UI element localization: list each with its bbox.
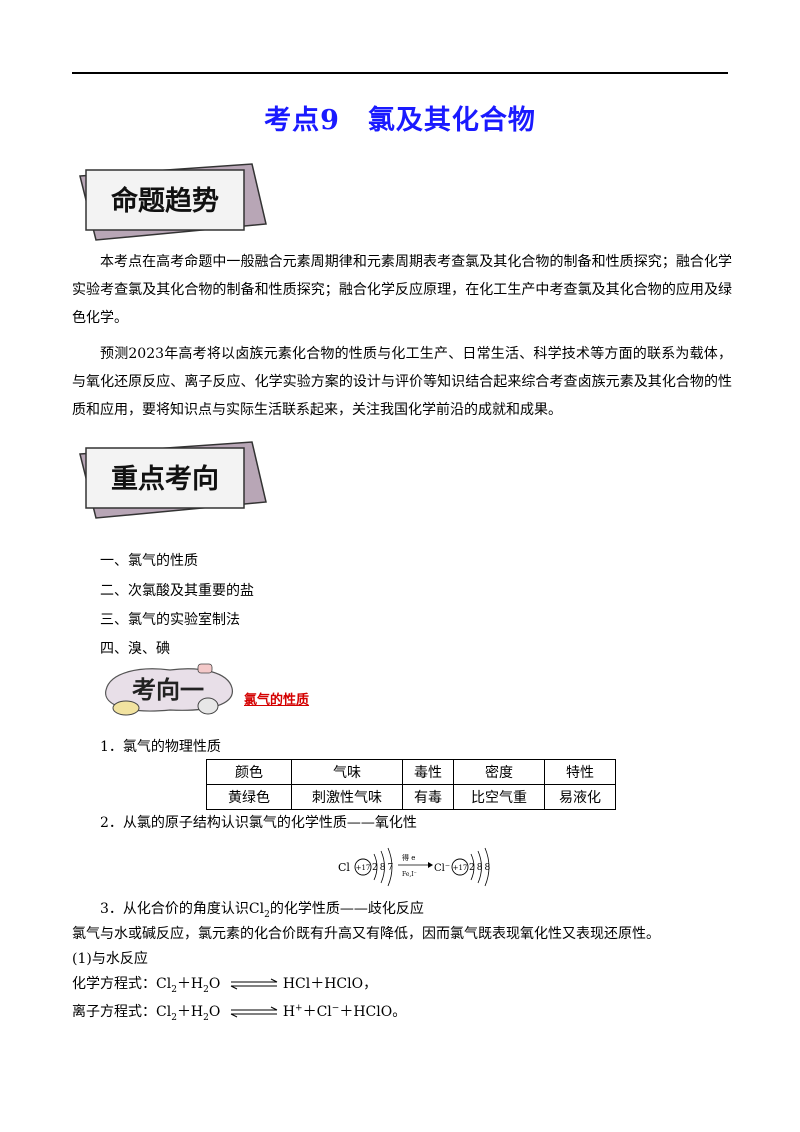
charge-superscript: + xyxy=(295,1003,303,1014)
diagram-right-nucleus: +17 xyxy=(453,864,468,872)
section-link-chlorine-properties[interactable]: 氯气的性质 xyxy=(244,693,310,708)
diagram-arrow-top: 得 e xyxy=(402,853,415,862)
equation-reactant-cl: Cl xyxy=(156,1004,172,1020)
table-header-cell: 密度 xyxy=(453,759,545,785)
item-2-heading: 2．从氯的原子结构认识氯气的化学性质——氧化性 xyxy=(100,815,417,831)
table-header-cell: 颜色 xyxy=(206,759,292,785)
table-cell: 黄绿色 xyxy=(206,784,292,810)
topic-item-1: 一、氯气的性质 xyxy=(100,553,198,569)
item-3-prefix: 3．从化合价的角度认识Cl xyxy=(100,901,265,917)
item-1-heading: 1．氯气的物理性质 xyxy=(100,739,221,755)
diagram-arrow-bottom: Fe,I⁻ xyxy=(402,871,417,878)
topic-item-4: 四、溴、碘 xyxy=(100,641,170,657)
reversible-arrow-icon xyxy=(230,978,278,990)
table-cell: 刺激性气味 xyxy=(291,784,403,810)
trend-banner-label: 命题趋势 xyxy=(111,185,219,217)
diagram-right-symbol: Cl⁻ xyxy=(434,863,450,874)
item-3-suffix: 的化学性质——歧化反应 xyxy=(269,901,424,917)
equation-subscript: 2 xyxy=(171,984,177,995)
topic-item-3: 三、氯气的实验室制法 xyxy=(100,612,240,628)
header-rule xyxy=(72,72,728,74)
equation-subscript: 2 xyxy=(171,1012,177,1023)
trend-banner: 命题趋势 xyxy=(79,163,267,241)
table-header-cell: 毒性 xyxy=(402,759,454,785)
diagram-left-shells: 287 xyxy=(372,863,395,873)
intro-paragraph-1: 本考点在高考命题中一般融合元素周期律和元素周期表考查氯及其化合物的制备和性质探究… xyxy=(72,254,732,326)
charge-superscript: − xyxy=(331,1003,340,1014)
chemical-equation-products: HCl＋HClO， xyxy=(282,976,378,992)
table-row: 黄绿色 刺激性气味 有毒 比空气重 易液化 xyxy=(206,784,616,810)
chlorine-atom-structure-diagram: Cl +17 287 得 e Fe,I⁻ Cl⁻ +17 288 xyxy=(338,847,492,887)
direction-badge-label: 考向一 xyxy=(132,676,204,704)
properties-table: 颜色 气味 毒性 密度 特性 黄绿色 刺激性气味 有毒 比空气重 易液化 xyxy=(206,759,616,810)
intro-paragraph-2: 预测2023年高考将以卤族元素化合物的性质与化工生产、日常生活、科学技术等方面的… xyxy=(72,346,732,418)
chemical-equation: 化学方程式：Cl2＋H2O HCl＋HClO， xyxy=(72,973,377,995)
table-cell: 有毒 xyxy=(402,784,454,810)
equation-reactant-o: O xyxy=(208,976,221,992)
table-header-row: 颜色 气味 毒性 密度 特性 xyxy=(206,759,616,785)
equation-subscript: 2 xyxy=(203,984,209,995)
focus-banner-label: 重点考向 xyxy=(111,463,219,495)
direction-badge: 考向一 xyxy=(105,663,233,716)
ionic-product-cl: ＋Cl xyxy=(302,1004,332,1020)
table-header-cell: 特性 xyxy=(544,759,616,785)
diagram-right-shells: 288 xyxy=(469,863,492,873)
table-cell: 比空气重 xyxy=(453,784,545,810)
page-title: 考点9 氯及其化合物 xyxy=(264,105,536,136)
ionic-equation-label: 离子方程式： xyxy=(72,1004,156,1020)
equation-reactant-o: O xyxy=(208,1004,221,1020)
table-cell: 易液化 xyxy=(544,784,616,810)
water-reaction-heading: (1)与水反应 xyxy=(72,951,148,967)
chemical-equation-label: 化学方程式： xyxy=(72,976,156,992)
equation-reactant-h: ＋H xyxy=(176,1004,204,1020)
ionic-equation: 离子方程式：Cl2＋H2O H+＋Cl−＋HClO。 xyxy=(72,1001,407,1023)
equation-subscript: 2 xyxy=(203,1012,209,1023)
diagram-left-symbol: Cl xyxy=(338,861,350,874)
ionic-product-hclo: ＋HClO。 xyxy=(339,1004,407,1020)
ionic-product-h: H xyxy=(282,1004,296,1020)
disproportionation-statement: 氯气与水或碱反应，氯元素的化合价既有升高又有降低，因而氯气既表现氧化性又表现还原… xyxy=(72,926,660,942)
reversible-arrow-icon xyxy=(230,1006,278,1018)
focus-banner: 重点考向 xyxy=(79,441,267,519)
item-3-heading: 3．从化合价的角度认识Cl2的化学性质——歧化反应 xyxy=(100,898,424,920)
item-3-subscript: 2 xyxy=(264,909,270,920)
diagram-left-nucleus: +17 xyxy=(356,864,371,872)
topic-item-2: 二、次氯酸及其重要的盐 xyxy=(100,583,254,599)
equation-reactant-h: ＋H xyxy=(176,976,204,992)
table-header-cell: 气味 xyxy=(291,759,403,785)
equation-reactant-cl: Cl xyxy=(156,976,172,992)
